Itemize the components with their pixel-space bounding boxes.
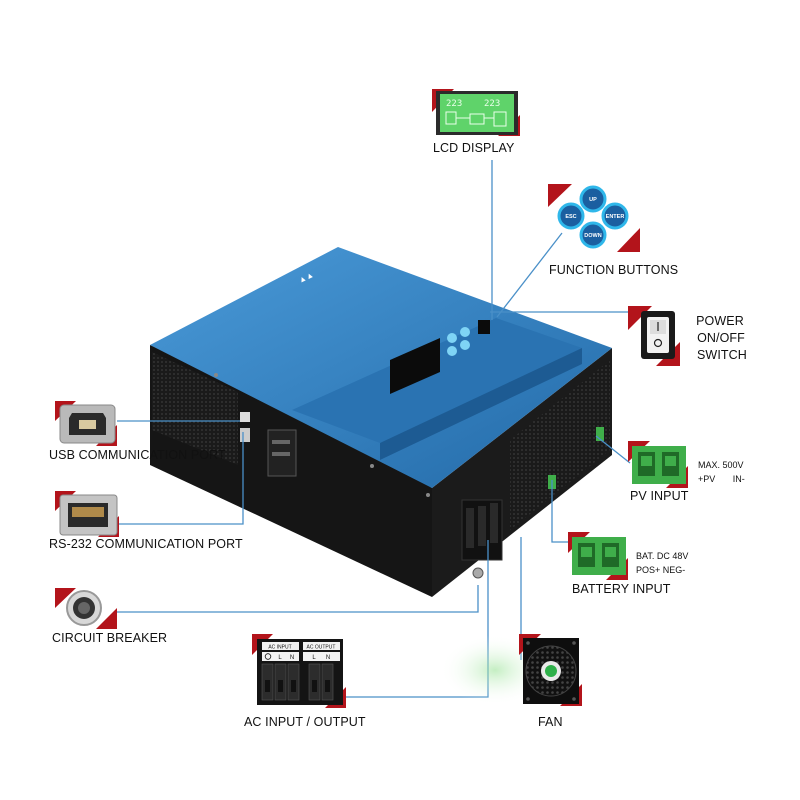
power-switch-callout (628, 306, 680, 366)
ac-input-terminal-label: AC INPUT (268, 645, 291, 651)
pv-input-callout (628, 441, 688, 488)
ac-output-n-label: N (326, 655, 330, 661)
battery-input-label: BATTERY INPUT (572, 582, 671, 596)
usb-port-label: USB COMMUNICATION PORT (49, 448, 226, 462)
ac-output-l-label: L (312, 655, 316, 661)
ac-input-n-label: N (290, 655, 294, 661)
function-buttons-label: FUNCTION BUTTONS (549, 263, 679, 277)
battery-spec-line-2: POS+ NEG- (636, 565, 686, 575)
down-button-icon: DOWN (579, 221, 607, 249)
power-switch-label-line-3: SWITCH (697, 348, 747, 362)
circuit-breaker-label: CIRCUIT BREAKER (52, 631, 168, 645)
ac-io-label: AC INPUT / OUTPUT (244, 715, 366, 729)
usb-port-callout (55, 401, 117, 446)
inverter-body: ▲▲ (150, 247, 612, 597)
ac-input-l-label: L (278, 655, 282, 661)
power-switch-label: POWER ON/OFF SWITCH (696, 313, 747, 364)
svg-text:UP: UP (589, 197, 597, 203)
rs232-port-label: RS-232 COMMUNICATION PORT (49, 537, 243, 551)
pv-spec-line-1: MAX. 500V (698, 460, 744, 470)
power-switch-label-line-2: ON/OFF (697, 331, 745, 345)
circuit-breaker-callout (55, 588, 117, 629)
lcd-display-callout: 223 223 (432, 89, 520, 136)
inverter-front-buttons (447, 320, 490, 356)
battery-input-callout (568, 532, 628, 580)
inverter-lcd-screen (390, 338, 440, 394)
rs232-port-callout (55, 491, 119, 537)
lcd-readout-right: 223 (484, 99, 500, 109)
enter-button-icon: ENTER (601, 202, 629, 230)
fan-callout (440, 634, 582, 706)
ground-symbol-icon (264, 653, 272, 660)
ac-output-terminal-label: AC OUTPUT (307, 645, 336, 651)
lcd-readout-left: 223 (446, 99, 462, 109)
svg-text:ESC: ESC (565, 214, 576, 220)
battery-spec-line-1: BAT. DC 48V (636, 551, 689, 561)
up-button-icon: UP (579, 185, 607, 213)
ac-io-callout: AC INPUT AC OUTPUT L N L N (252, 634, 346, 708)
power-switch-label-line-1: POWER (696, 314, 744, 328)
breaker-knob-icon (66, 590, 102, 626)
svg-text:ENTER: ENTER (606, 214, 625, 220)
function-buttons-callout: UP ESC ENTER DOWN (548, 184, 640, 252)
svg-text:DOWN: DOWN (584, 233, 601, 239)
pv-input-label: PV INPUT (630, 489, 689, 503)
esc-button-icon: ESC (557, 202, 585, 230)
lcd-display-label: LCD DISPLAY (433, 141, 515, 155)
fan-label: FAN (538, 715, 563, 729)
pv-spec-line-2: +PV IN- (698, 474, 745, 484)
